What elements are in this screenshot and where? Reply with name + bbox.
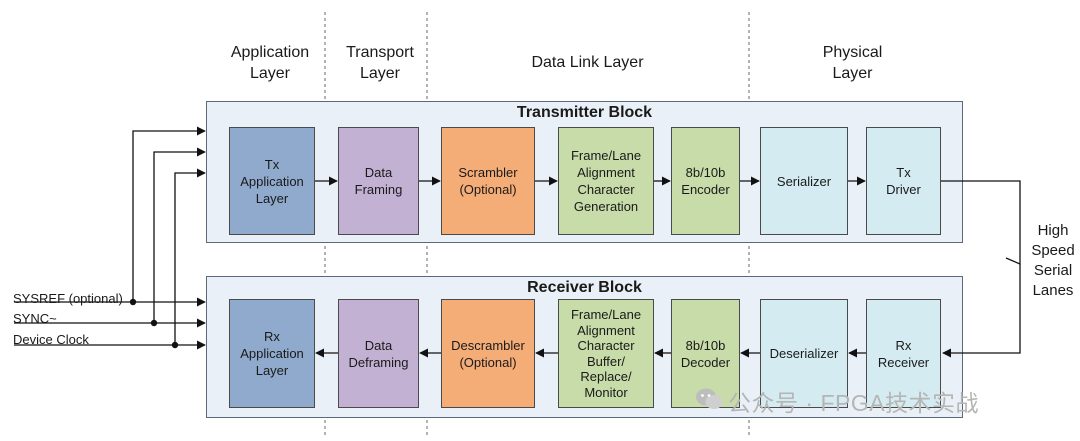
receiver-block-title: Receiver Block	[527, 279, 642, 296]
serializer-block: Serializer	[760, 127, 848, 235]
watermark-text: 公众号 · FPGA技术实战	[728, 390, 980, 416]
data-deframing-block: Data Deframing	[338, 299, 419, 408]
device-clock-junction	[171, 341, 179, 349]
scrambler-block: Scrambler (Optional)	[441, 127, 535, 235]
device-clock-to-tx-line	[174, 168, 206, 345]
device-clock-label: Device Clock	[13, 332, 89, 347]
frame-lane-alignment-generation-block: Frame/Lane Alignment Character Generatio…	[558, 127, 654, 235]
transmitter-block-title: Transmitter Block	[516, 104, 653, 121]
sysref-junction	[129, 298, 137, 306]
sync-junction	[150, 319, 158, 327]
wechat-icon	[696, 388, 723, 409]
frame-lane-alignment-buffer-block: Frame/Lane Alignment Character Buffer/ R…	[558, 299, 654, 408]
8b10b-encoder-block: 8b/10b Encoder	[671, 127, 740, 235]
deserializer-block: Deserializer	[760, 299, 848, 408]
data-link-layer-heading: Data Link Layer	[531, 54, 644, 71]
sysref-label: SYSREF (optional)	[13, 291, 123, 306]
serial-lanes-label-leader	[1005, 257, 1021, 265]
tx-driver-block: Tx Driver	[866, 127, 941, 235]
serial-lanes-line	[941, 180, 1021, 358]
application-layer-heading: Application Layer	[230, 44, 310, 82]
data-framing-block: Data Framing	[338, 127, 419, 235]
tx-application-layer-block: Tx Application Layer	[229, 127, 315, 235]
transport-layer-heading: Transport Layer	[346, 44, 414, 82]
sync-label: SYNC~	[13, 311, 57, 326]
sysref-to-tx-line	[132, 126, 206, 302]
descrambler-block: Descrambler (Optional)	[441, 299, 535, 408]
sync-to-tx-line	[153, 147, 206, 323]
rx-application-layer-block: Rx Application Layer	[229, 299, 315, 408]
serial-lanes-label: High Speed Serial Lanes	[1031, 222, 1075, 299]
physical-layer-heading: Physical Layer	[822, 44, 883, 82]
rx-receiver-block: Rx Receiver	[866, 299, 941, 408]
